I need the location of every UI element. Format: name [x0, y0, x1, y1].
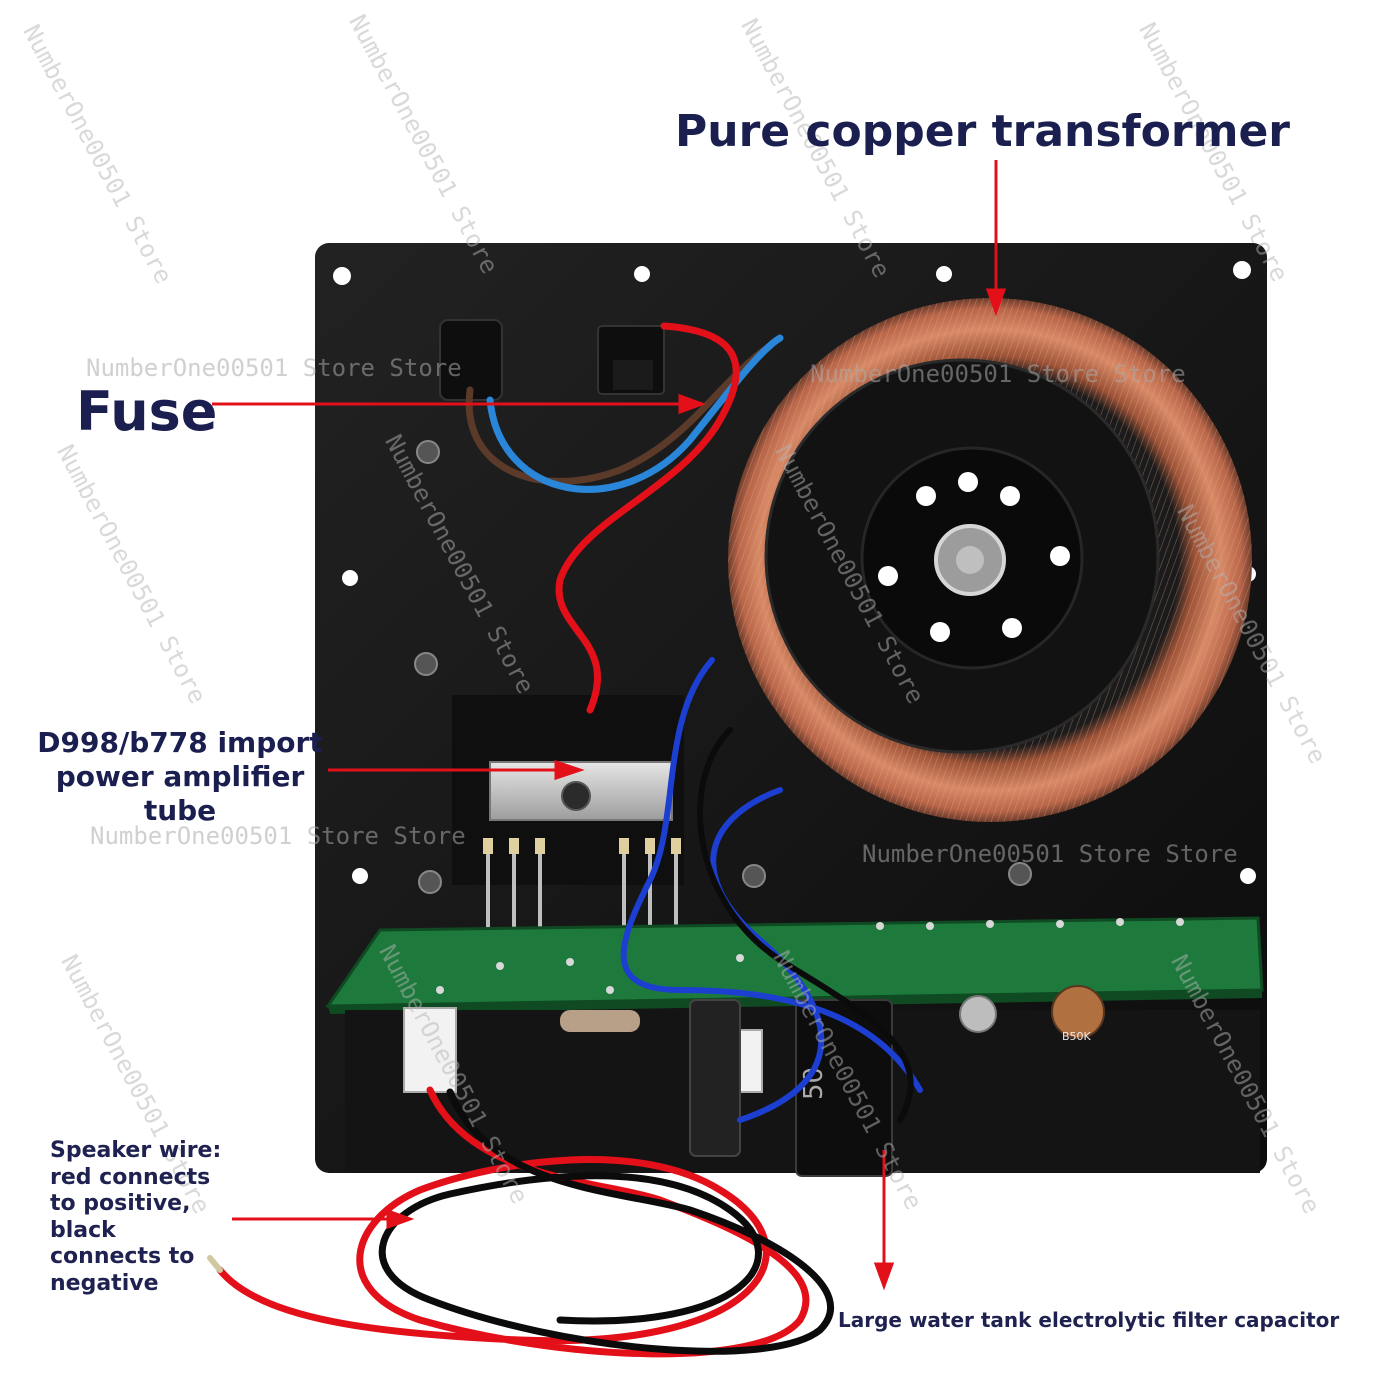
- fuse-label: Fuse: [76, 380, 218, 443]
- tube-arrowhead: [554, 759, 585, 781]
- potentiometer-marking: B50K: [1062, 1030, 1092, 1043]
- watermark-text: NumberOne00501 Store Store: [86, 354, 462, 382]
- speaker-wire-label-line: connects to: [50, 1244, 195, 1269]
- transformer-label: Pure copper transformer: [675, 106, 1290, 157]
- watermark-text: NumberOne00501 Store Store: [810, 360, 1186, 388]
- annotation-arrows: [212, 160, 1007, 1291]
- fuse-holder: [439, 319, 665, 401]
- speaker-wire-label-line: to positive,: [50, 1191, 191, 1216]
- board-components: 50 B50K: [345, 985, 1260, 1177]
- speaker-wire-label-line: black: [50, 1217, 116, 1243]
- wiring: [207, 322, 923, 1358]
- fuse-arrowhead: [678, 393, 707, 415]
- speaker-wire-label-line: negative: [50, 1270, 159, 1296]
- amplifier-tube-label-line: tube: [143, 794, 217, 827]
- amplifier-tube-label-line: D998/b778 import: [37, 726, 323, 759]
- speaker-arrowhead: [386, 1208, 415, 1230]
- transformer-arrowhead: [985, 288, 1007, 317]
- amplifier-tube-label: D998/b778 import power amplifier tube: [30, 726, 330, 828]
- watermark-text: NumberOne00501 Store Store: [862, 840, 1238, 868]
- watermark-text: NumberOne00501 Store Store: [90, 822, 466, 850]
- capacitor-label: Large water tank electrolytic filter cap…: [838, 1308, 1340, 1332]
- toroidal-transformer: [728, 298, 1252, 822]
- speaker-wire-label-line: Speaker wire:: [50, 1138, 222, 1163]
- capacitor-arrowhead: [873, 1262, 895, 1291]
- speaker-wire-label: Speaker wire: red connects to positive, …: [50, 1138, 240, 1297]
- speaker-wire-label-line: red connects: [50, 1164, 211, 1190]
- amplifier-tube-label-line: power amplifier: [55, 760, 305, 793]
